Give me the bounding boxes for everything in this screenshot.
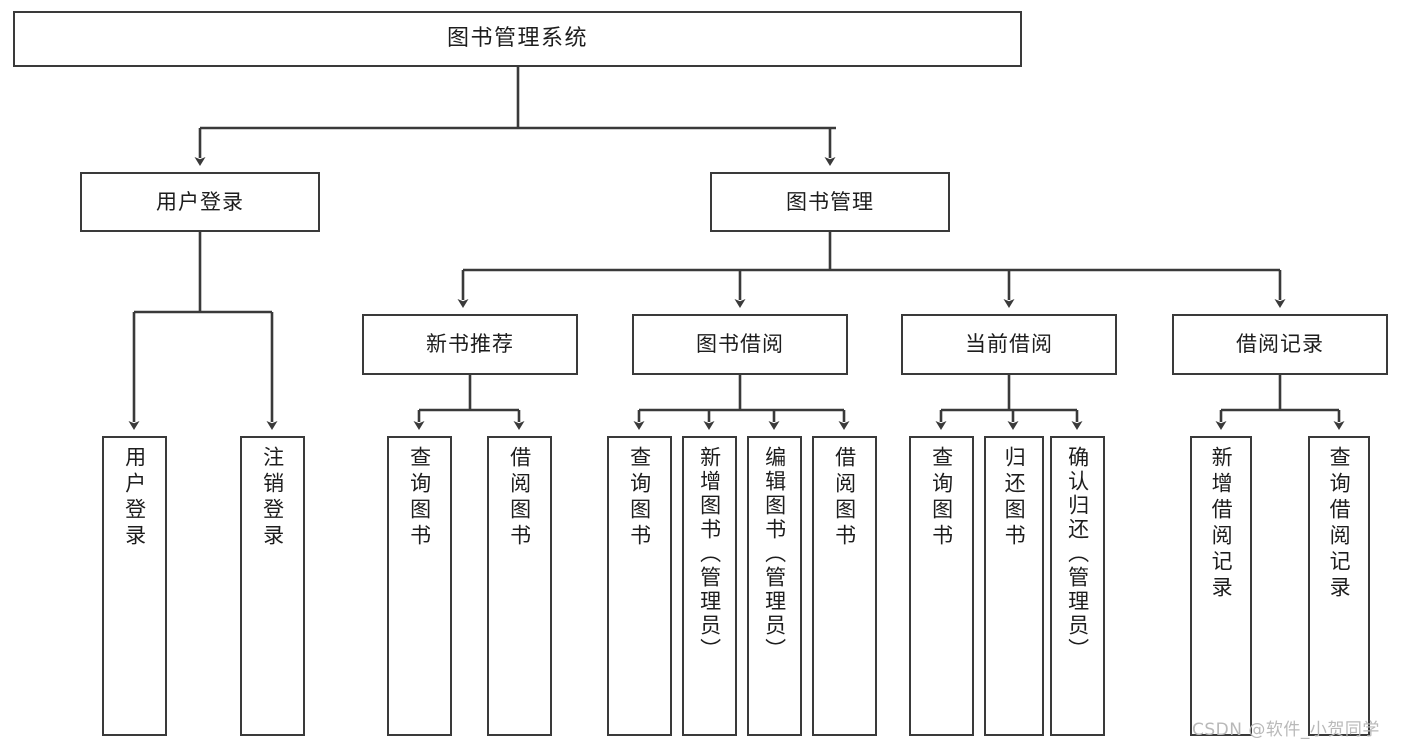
node-leaf-user-login[interactable]: 用户登录 — [102, 436, 167, 736]
node-leaf-query-book-1-label: 查询图书 — [407, 446, 432, 550]
node-leaf-edit-book[interactable]: 编辑图书（管理员） — [747, 436, 802, 736]
node-leaf-query-book-3-label: 查询图书 — [929, 446, 954, 550]
node-leaf-borrow-book-2-label: 借阅图书 — [832, 446, 857, 550]
node-leaf-add-record[interactable]: 新增借阅记录 — [1190, 436, 1252, 736]
node-leaf-borrow-book-1-label: 借阅图书 — [507, 446, 532, 550]
node-leaf-edit-book-label: 编辑图书（管理员） — [762, 446, 787, 662]
node-leaf-add-book[interactable]: 新增图书（管理员） — [682, 436, 737, 736]
node-leaf-return-book-label: 归还图书 — [1002, 446, 1027, 550]
node-leaf-logout-label: 注销登录 — [260, 446, 285, 550]
node-leaf-return-book[interactable]: 归还图书 — [984, 436, 1044, 736]
node-leaf-query-record[interactable]: 查询借阅记录 — [1308, 436, 1370, 736]
node-new-book-rec-label: 新书推荐 — [426, 332, 514, 357]
node-borrow-record[interactable]: 借阅记录 — [1172, 314, 1388, 375]
node-leaf-user-login-label: 用户登录 — [122, 446, 147, 550]
node-book-borrow-label: 图书借阅 — [696, 332, 784, 357]
node-book-manage[interactable]: 图书管理 — [710, 172, 950, 232]
node-leaf-borrow-book-1[interactable]: 借阅图书 — [487, 436, 552, 736]
node-leaf-query-record-label: 查询借阅记录 — [1327, 446, 1352, 602]
node-leaf-query-book-2-label: 查询图书 — [627, 446, 652, 550]
node-leaf-query-book-2[interactable]: 查询图书 — [607, 436, 672, 736]
node-leaf-confirm-return-label: 确认归还（管理员） — [1065, 446, 1090, 662]
node-leaf-confirm-return[interactable]: 确认归还（管理员） — [1050, 436, 1105, 736]
node-new-book-rec[interactable]: 新书推荐 — [362, 314, 578, 375]
csdn-watermark: CSDN @软件_小贺同学 — [1192, 720, 1380, 740]
node-current-borrow[interactable]: 当前借阅 — [901, 314, 1117, 375]
node-borrow-record-label: 借阅记录 — [1236, 332, 1324, 357]
node-leaf-add-record-label: 新增借阅记录 — [1209, 446, 1234, 602]
node-leaf-query-book-3[interactable]: 查询图书 — [909, 436, 974, 736]
node-leaf-borrow-book-2[interactable]: 借阅图书 — [812, 436, 877, 736]
node-leaf-logout[interactable]: 注销登录 — [240, 436, 305, 736]
node-user-login-label: 用户登录 — [156, 189, 244, 214]
node-book-manage-label: 图书管理 — [786, 189, 874, 214]
node-root-label: 图书管理系统 — [446, 26, 588, 52]
node-user-login[interactable]: 用户登录 — [80, 172, 320, 232]
node-book-borrow[interactable]: 图书借阅 — [632, 314, 848, 375]
node-root[interactable]: 图书管理系统 — [13, 11, 1022, 67]
node-current-borrow-label: 当前借阅 — [965, 332, 1053, 357]
node-leaf-add-book-label: 新增图书（管理员） — [697, 446, 722, 662]
node-leaf-query-book-1[interactable]: 查询图书 — [387, 436, 452, 736]
